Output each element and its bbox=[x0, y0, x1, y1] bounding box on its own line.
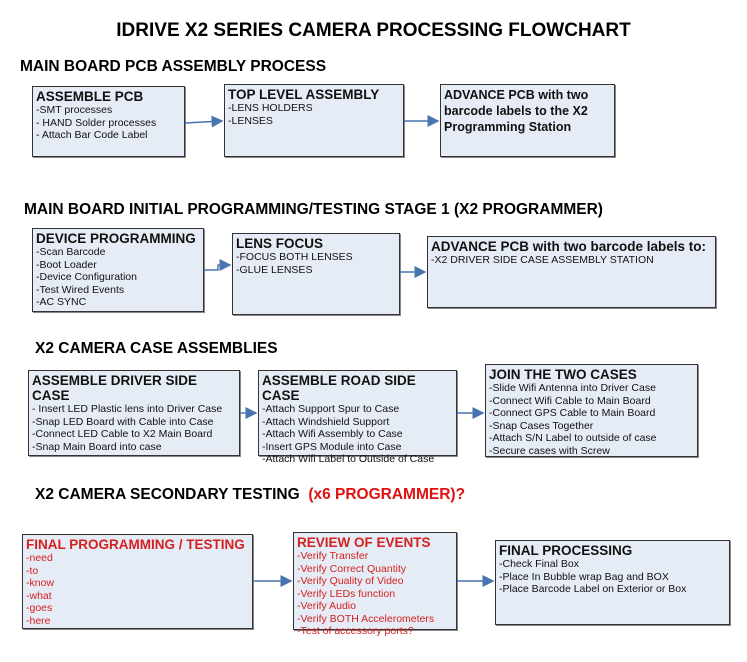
section-heading-pcb-assembly: MAIN BOARD PCB ASSEMBLY PROCESS bbox=[20, 58, 327, 75]
box-title: ASSEMBLE DRIVER SIDE CASE bbox=[32, 373, 198, 403]
box-item: -Snap Main Board into case bbox=[32, 440, 162, 453]
box-final-processing: FINAL PROCESSING -Check Final Box -Place… bbox=[495, 540, 730, 625]
box-item: -here bbox=[26, 614, 51, 627]
heading-text: X2 CAMERA SECONDARY TESTING bbox=[35, 486, 300, 503]
box-title: REVIEW OF EVENTS bbox=[297, 535, 431, 550]
box-item: -what bbox=[26, 589, 52, 602]
box-item: -Attach Windshield Support bbox=[262, 415, 390, 428]
box-item: -Snap LED Board with Cable into Case bbox=[32, 415, 214, 428]
box-item: -Attach Wifi Assembly to Case bbox=[262, 428, 403, 440]
box-item: -to bbox=[26, 564, 39, 577]
box-item: - Attach Bar Code Label bbox=[36, 129, 148, 141]
box-title: ADVANCE PCB with two barcode labels to t… bbox=[444, 88, 589, 134]
box-item: -Device Configuration bbox=[36, 271, 137, 283]
box-item: -Attach Wifi Label to Outside of Case bbox=[262, 453, 435, 465]
box-item: -Verify BOTH Accelerometers bbox=[297, 612, 435, 625]
box-review-of-events: REVIEW OF EVENTS -Verify Transfer -Verif… bbox=[293, 532, 457, 637]
box-title: DEVICE PROGRAMMING bbox=[36, 231, 196, 246]
box-item: - Insert LED Plastic lens into Driver Ca… bbox=[32, 403, 223, 415]
box-item: -LENS HOLDERS bbox=[228, 102, 313, 114]
box-item: -AC SYNC bbox=[36, 296, 87, 308]
box-title: ASSEMBLE ROAD SIDE CASE bbox=[262, 373, 416, 403]
box-item: -LENSES bbox=[228, 114, 273, 127]
box-item: -Slide Wifi Antenna into Driver Case bbox=[489, 382, 656, 394]
box-item: -Verify Transfer bbox=[297, 550, 369, 562]
box-item: - HAND Solder processes bbox=[36, 116, 157, 129]
box-item: -Scan Barcode bbox=[36, 246, 106, 258]
box-item: -Boot Loader bbox=[36, 258, 97, 271]
box-item: -Place Barcode Label on Exterior or Box bbox=[499, 583, 687, 595]
box-item: -Verify Quality of Video bbox=[297, 575, 404, 587]
box-assemble-pcb: ASSEMBLE PCB -SMT processes - HAND Solde… bbox=[32, 86, 185, 157]
box-item: -know bbox=[26, 577, 55, 589]
box-title: ASSEMBLE PCB bbox=[36, 89, 144, 104]
box-title: ADVANCE PCB with two barcode labels to: bbox=[431, 239, 707, 254]
section-heading-secondary-testing: X2 CAMERA SECONDARY TESTING (x6 PROGRAMM… bbox=[35, 486, 465, 504]
box-item: -goes bbox=[26, 602, 53, 614]
box-item: -Check Final Box bbox=[499, 558, 579, 570]
box-item: -Test Wired Events bbox=[36, 283, 125, 296]
box-title: JOIN THE TWO CASES bbox=[489, 367, 637, 382]
box-assemble-road-side-case: ASSEMBLE ROAD SIDE CASE -Attach Support … bbox=[258, 370, 457, 465]
box-item: -Connect GPS Cable to Main Board bbox=[489, 407, 656, 419]
box-item: -Connect Wifi Cable to Main Board bbox=[489, 394, 651, 407]
box-final-programming-testing: FINAL PROGRAMMING / TESTING -need -to -k… bbox=[22, 534, 253, 629]
flowchart-title: IDRIVE X2 SERIES CAMERA PROCESSING FLOWC… bbox=[116, 20, 631, 41]
box-item: -Test of accessory ports? bbox=[297, 625, 414, 637]
box-title: LENS FOCUS bbox=[236, 236, 324, 251]
box-item: -Snap Cases Together bbox=[489, 419, 594, 432]
arrow-pcb-to-top-level bbox=[184, 115, 224, 128]
box-item: -FOCUS BOTH LENSES bbox=[236, 251, 353, 263]
box-top-level-assembly: TOP LEVEL ASSEMBLY -LENS HOLDERS -LENSES bbox=[224, 84, 404, 157]
box-item: -GLUE LENSES bbox=[236, 263, 313, 276]
box-title: FINAL PROCESSING bbox=[499, 543, 633, 558]
box-title: TOP LEVEL ASSEMBLY bbox=[228, 87, 380, 102]
box-item: -Attach S/N Label to outside of case bbox=[489, 432, 657, 444]
box-item: -Connect LED Cable to X2 Main Board bbox=[32, 428, 213, 440]
arrow-device-programming-to-lens-focus bbox=[204, 259, 232, 271]
box-advance-pcb-programming: ADVANCE PCB with two barcode labels to t… bbox=[440, 84, 615, 157]
box-item: -Attach Support Spur to Case bbox=[262, 403, 400, 415]
box-item: -Insert GPS Module into Case bbox=[262, 440, 402, 453]
box-item: -need bbox=[26, 552, 53, 564]
box-item: -Secure cases with Screw bbox=[489, 444, 610, 457]
box-device-programming: DEVICE PROGRAMMING -Scan Barcode -Boot L… bbox=[32, 228, 204, 312]
section-heading-initial-programming: MAIN BOARD INITIAL PROGRAMMING/TESTING S… bbox=[24, 201, 603, 218]
box-item: -X2 DRIVER SIDE CASE ASSEMBLY STATION bbox=[431, 254, 654, 266]
box-advance-pcb-driver-side: ADVANCE PCB with two barcode labels to: … bbox=[427, 236, 716, 308]
box-item: -SMT processes bbox=[36, 104, 113, 116]
box-item: -Place In Bubble wrap Bag and BOX bbox=[499, 570, 669, 583]
box-lens-focus: LENS FOCUS -FOCUS BOTH LENSES -GLUE LENS… bbox=[232, 233, 400, 315]
section-heading-case-assemblies: X2 CAMERA CASE ASSEMBLIES bbox=[35, 340, 278, 357]
heading-red-text: (x6 PROGRAMMER)? bbox=[308, 486, 466, 503]
box-assemble-driver-side-case: ASSEMBLE DRIVER SIDE CASE - Insert LED P… bbox=[28, 370, 240, 456]
box-item: -Verify LEDs function bbox=[297, 587, 396, 600]
box-item: -Verify Correct Quantity bbox=[297, 562, 407, 575]
box-title: FINAL PROGRAMMING / TESTING bbox=[26, 537, 245, 552]
box-item: -Verify Audio bbox=[297, 600, 356, 612]
box-join-the-two-cases: JOIN THE TWO CASES -Slide Wifi Antenna i… bbox=[485, 364, 698, 457]
